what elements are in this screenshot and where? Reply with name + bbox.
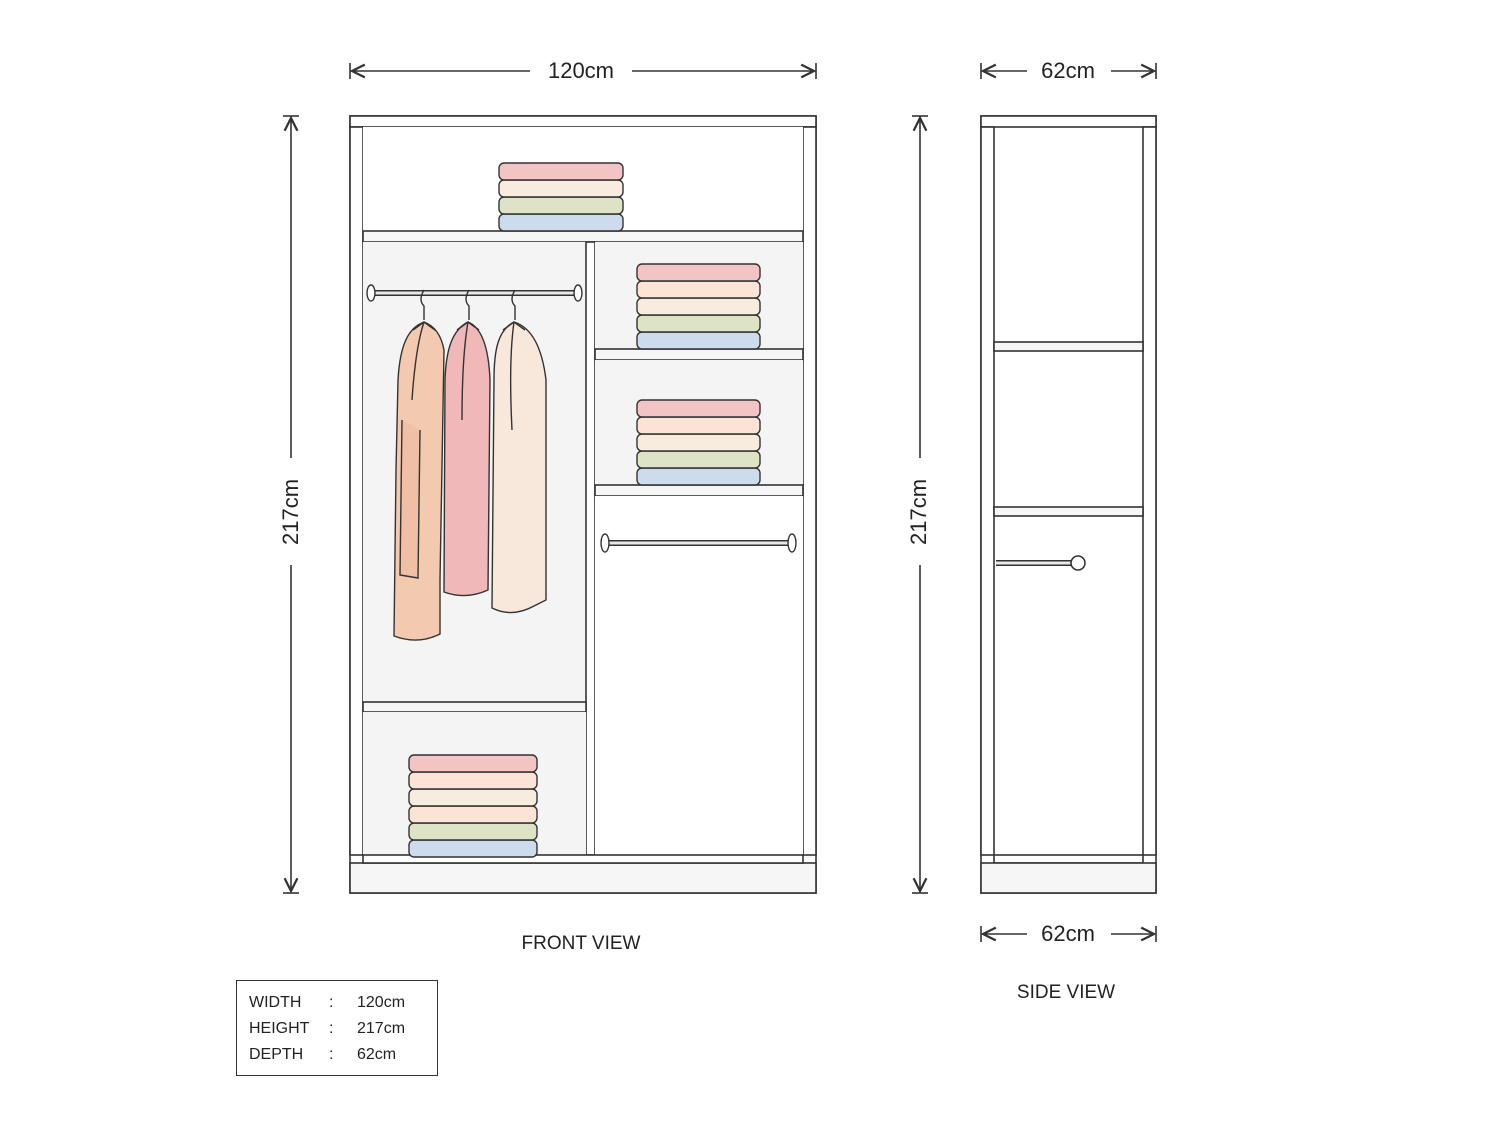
spec-row-height: HEIGHT : 217cm: [249, 1020, 434, 1040]
front-view-label: FRONT VIEW: [522, 933, 641, 954]
spec-row-width: WIDTH : 120cm: [249, 994, 434, 1014]
folded-garment: [636, 433, 761, 452]
side-bottom-depth-dimension: 62cm: [980, 921, 1157, 946]
side-bottom-depth-label: 62cm: [1041, 921, 1095, 946]
folded-garment: [498, 213, 624, 232]
folded-garment: [408, 754, 538, 773]
folded-garment: [636, 399, 761, 418]
side-height-dimension: 217cm: [906, 115, 931, 894]
left-hanging-rail: [366, 284, 583, 302]
spec-key: DEPTH: [249, 1046, 304, 1063]
folded-garment: [408, 822, 538, 841]
spec-key: HEIGHT: [249, 1020, 310, 1037]
folded-garment: [408, 788, 538, 807]
folded-garment: [636, 263, 761, 282]
folded-garment: [498, 196, 624, 215]
folded-garment: [636, 297, 761, 316]
folded-garment: [636, 450, 761, 469]
folded-stack-right-upper: [636, 263, 761, 350]
spec-value: 120cm: [357, 994, 406, 1011]
front-height-label: 217cm: [278, 479, 303, 545]
side-height-label: 217cm: [906, 479, 931, 545]
folded-garment: [408, 771, 538, 790]
spec-separator: :: [329, 994, 334, 1011]
hanging-coat: [491, 289, 547, 614]
front-width-dimension: 120cm: [349, 58, 817, 83]
front-width-label: 120cm: [548, 58, 614, 83]
spec-separator: :: [329, 1046, 334, 1063]
spec-separator: :: [329, 1020, 334, 1037]
folded-garment: [636, 467, 761, 486]
folded-garment: [408, 805, 538, 824]
folded-stack-top: [498, 162, 624, 232]
folded-stack-bottom-left: [408, 754, 538, 858]
spec-key: WIDTH: [249, 994, 302, 1011]
side-hanging-rail: [996, 555, 1086, 571]
side-top-depth-dimension: 62cm: [980, 58, 1157, 83]
folded-garment: [408, 839, 538, 858]
folded-garment: [636, 331, 761, 350]
folded-garment: [636, 416, 761, 435]
folded-stack-right-middle: [636, 399, 761, 486]
front-height-dimension: 217cm: [278, 115, 303, 894]
spec-row-depth: DEPTH : 62cm: [249, 1046, 434, 1066]
folded-garment: [636, 280, 761, 299]
side-view-wardrobe: [980, 115, 1157, 894]
hanging-shirt: [443, 289, 491, 597]
side-top-depth-label: 62cm: [1041, 58, 1095, 83]
spec-value: 62cm: [357, 1046, 397, 1063]
folded-garment: [498, 162, 624, 181]
folded-garment: [636, 314, 761, 333]
folded-clothes-stacks: [408, 162, 761, 858]
folded-garment: [498, 179, 624, 198]
side-view-label: SIDE VIEW: [1017, 982, 1115, 1003]
spec-value: 217cm: [357, 1020, 406, 1037]
right-hanging-rail: [600, 533, 797, 553]
specifications-box: WIDTH : 120cm HEIGHT : 217cm DEPTH : 62c…: [236, 980, 438, 1076]
hanging-jacket: [393, 289, 445, 641]
